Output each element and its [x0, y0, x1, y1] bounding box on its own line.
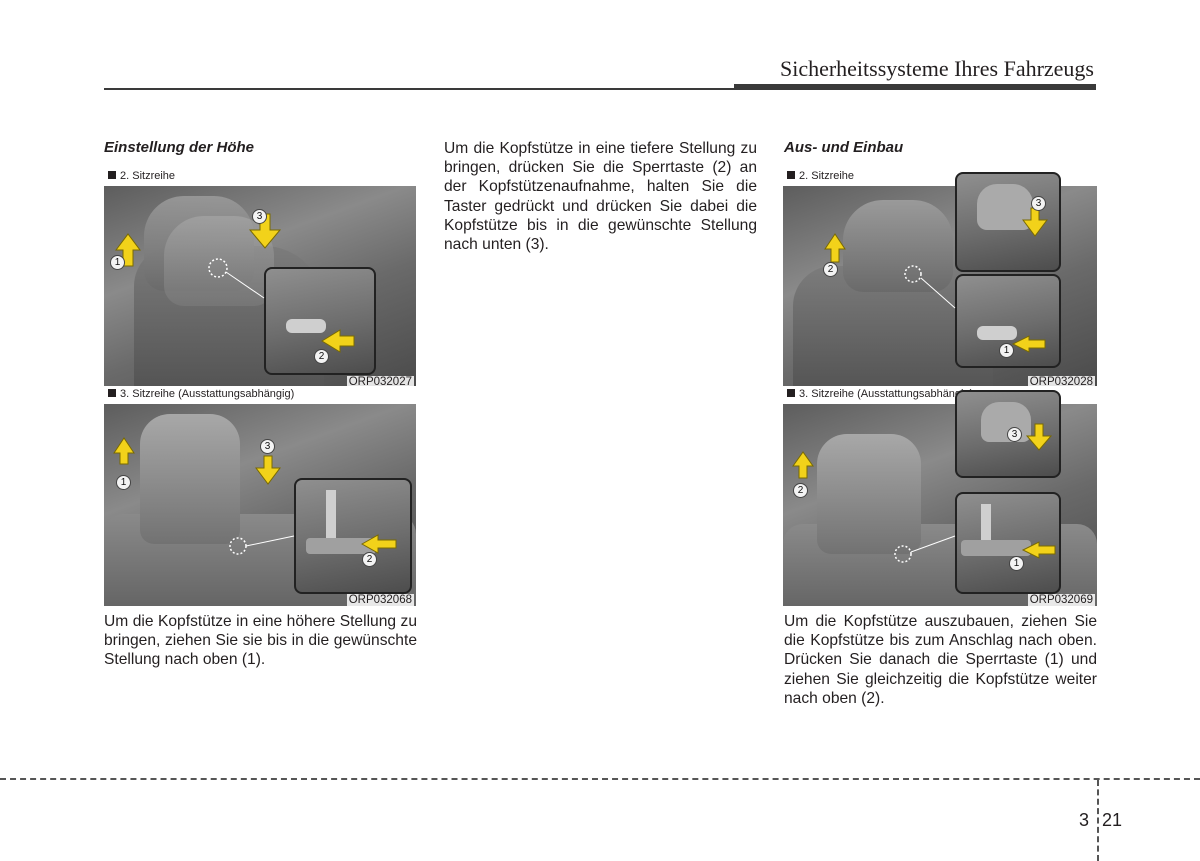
arrow-up-icon — [113, 437, 135, 465]
page-number: 21 — [1102, 810, 1123, 830]
header-rule — [104, 88, 734, 90]
inset-lock-button — [955, 492, 1061, 594]
figure-annotations — [113, 437, 397, 555]
figure-headrest-3rd-row-height: 3. Sitzreihe (Ausstattungsabhängig) 1 2 … — [104, 386, 416, 606]
arrow-left-icon — [321, 329, 355, 353]
figure-caption: 3. Sitzreihe (Ausstattungsabhängig) — [787, 388, 973, 400]
figure-annotations — [792, 423, 1056, 563]
figure-headrest-2nd-row-height: 2. Sitzreihe 1 2 3 ORP032027 — [104, 168, 416, 388]
figure-code: ORP032069 — [1027, 594, 1095, 606]
label-3: 3 — [260, 439, 275, 454]
chapter-number: 3 — [1079, 810, 1090, 830]
paragraph-raise-headrest: Um die Kopfstütze in eine höhere Stellun… — [104, 613, 417, 669]
label-1: 1 — [110, 255, 125, 270]
label-3: 3 — [1007, 427, 1022, 442]
paragraph-lower-headrest: Um die Kopfstütze in eine tiefere Stellu… — [444, 140, 757, 254]
figure-headrest-3rd-row-removal: 3. Sitzreihe (Ausstattungsabhängig) 1 2 … — [783, 386, 1097, 606]
arrow-left-icon — [1011, 335, 1046, 353]
inset-lock-button — [294, 478, 412, 594]
label-1: 1 — [999, 343, 1014, 358]
highlight-circle — [904, 265, 922, 283]
highlight-circle — [894, 545, 912, 563]
label-2: 2 — [823, 262, 838, 277]
figure-caption: 3. Sitzreihe (Ausstattungsabhängig) — [108, 388, 294, 400]
figure-headrest-2nd-row-removal: 2. Sitzreihe 1 2 3 ORP032028 — [783, 168, 1097, 388]
label-3: 3 — [252, 209, 267, 224]
arrow-down-icon — [1022, 207, 1048, 237]
arrow-left-icon — [360, 534, 397, 554]
figure-code: ORP032027 — [346, 376, 414, 388]
highlight-circle — [229, 537, 247, 555]
arrow-down-icon — [1025, 423, 1053, 451]
label-2: 2 — [362, 552, 377, 567]
label-1: 1 — [1009, 556, 1024, 571]
footer-divider — [0, 778, 1200, 780]
highlight-circle — [208, 258, 228, 278]
arrow-up-icon — [115, 233, 141, 267]
figure-annotations — [824, 207, 1048, 353]
figure-caption: 2. Sitzreihe — [108, 170, 175, 182]
figure-annotations — [115, 213, 355, 353]
label-3: 3 — [1031, 196, 1046, 211]
section-heading-height: Einstellung der Höhe — [104, 139, 255, 156]
figure-code: ORP032028 — [1027, 376, 1095, 388]
footer-divider-vertical — [1097, 780, 1099, 861]
arrow-left-icon — [1021, 541, 1056, 559]
paragraph-remove-headrest: Um die Kopfstütze auszubauen, ziehen Sie… — [784, 613, 1097, 707]
label-2: 2 — [793, 483, 808, 498]
label-1: 1 — [116, 475, 131, 490]
figure-caption: 2. Sitzreihe — [787, 170, 854, 182]
figure-code: ORP032068 — [346, 594, 414, 606]
header-title: Sicherheitssysteme Ihres Fahrzeugs — [779, 56, 1094, 81]
arrow-down-icon — [248, 213, 282, 249]
section-heading-removal: Aus- und Einbau — [784, 139, 904, 156]
arrow-up-icon — [824, 233, 846, 263]
arrow-up-icon — [792, 451, 814, 479]
arrow-down-icon — [255, 455, 281, 485]
header-rule-accent — [734, 84, 1096, 90]
label-2: 2 — [314, 349, 329, 364]
